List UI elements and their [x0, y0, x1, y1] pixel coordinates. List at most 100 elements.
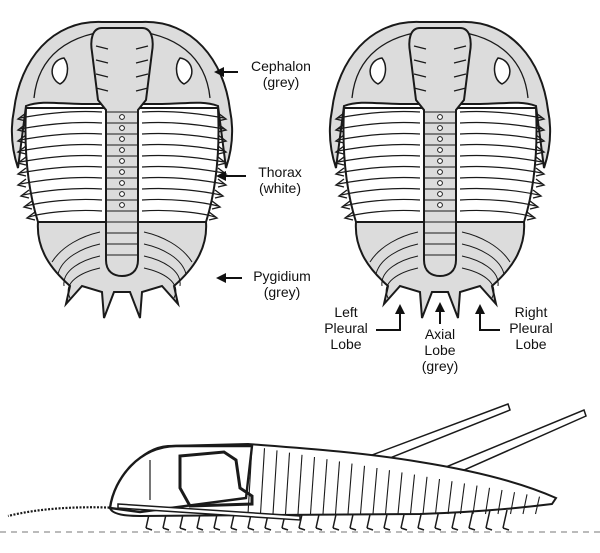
- pygidial-rib-right: [461, 231, 511, 263]
- pygidium-label: Pygidium (grey): [244, 268, 320, 300]
- lateral-segment: [309, 456, 316, 515]
- walking-leg-tip: [366, 527, 374, 531]
- pleural-spine-right: [535, 123, 546, 133]
- thoracic-segment-right: [459, 132, 543, 141]
- lateral-segment: [509, 492, 516, 515]
- pleural-spine-right: [217, 178, 228, 188]
- thoracic-segment-right: [459, 143, 543, 152]
- thoracic-segment-left: [346, 209, 421, 218]
- lateral-segment: [297, 454, 303, 515]
- lateral-segment: [522, 494, 528, 515]
- thoracic-segment-right: [141, 176, 225, 185]
- thoracic-segment-left: [337, 121, 421, 130]
- axial-tubercle: [119, 169, 125, 175]
- pleural-spine-left: [334, 156, 345, 166]
- pygidium-note: (grey): [263, 284, 301, 300]
- right-lobe-line1: Right: [514, 304, 548, 320]
- axial-tubercle: [119, 136, 125, 142]
- pygidial-rib-right: [143, 267, 177, 299]
- axial-tubercle: [437, 191, 443, 197]
- walking-leg-tip: [281, 527, 289, 531]
- arrow-right-lobe: [475, 304, 500, 331]
- thoracic-segment-right: [459, 187, 540, 196]
- lateral-segment: [347, 463, 353, 515]
- lateral-segment: [397, 472, 403, 515]
- lateral-segment: [459, 483, 466, 515]
- pygidial-rib-left: [63, 255, 101, 287]
- pleural-spine-left: [334, 178, 345, 188]
- pleural-spine-left: [340, 200, 351, 210]
- thoracic-segment-left: [340, 187, 421, 196]
- glabellar-furrow: [453, 87, 467, 92]
- arrow-left-lobe: [376, 304, 405, 331]
- pleural-spine-right: [208, 211, 219, 221]
- thorax-note: (white): [258, 180, 301, 196]
- pleural-spine-right: [217, 145, 228, 155]
- axial-tubercle: [119, 125, 125, 131]
- pleural-spine-left: [16, 145, 27, 155]
- lateral-segment: [359, 465, 366, 515]
- thoracic-segment-left: [19, 154, 103, 163]
- lateral-segment: [259, 448, 266, 515]
- thorax-label: Thorax (white): [250, 164, 310, 196]
- pygidial-rib-left: [381, 255, 419, 287]
- cephalon-label: Cephalon (grey): [242, 58, 320, 90]
- thoracic-segment-right: [141, 132, 225, 141]
- pleural-spine-right: [535, 112, 546, 122]
- left-lobe-line2: Pleural: [324, 320, 368, 336]
- thoracic-segment-left: [343, 198, 421, 207]
- pleural-spine-right: [532, 189, 543, 199]
- thoracic-segment-right: [141, 198, 219, 207]
- walking-leg: [468, 509, 474, 529]
- axial-tubercle: [119, 191, 125, 197]
- lateral-segment: [484, 487, 491, 515]
- pleural-spine-right: [526, 211, 537, 221]
- pleural-spine-right: [214, 189, 225, 199]
- pygidial-rib-right: [143, 255, 181, 287]
- axial-lobe-line3: (grey): [421, 358, 459, 374]
- pleural-spine-left: [16, 134, 27, 144]
- thoracic-segment-right: [141, 187, 222, 196]
- glabellar-furrow: [135, 59, 149, 64]
- pleural-spine-right: [535, 178, 546, 188]
- thoracic-segment-left: [19, 121, 103, 130]
- pleural-spine-right: [535, 167, 546, 177]
- glabellar-furrow: [453, 73, 467, 78]
- pygidial-rib-right: [461, 267, 495, 299]
- axial-tubercle: [437, 180, 443, 186]
- pleural-spine-left: [334, 145, 345, 155]
- lateral-segment: [372, 467, 378, 515]
- left-lobe-line1: Left: [334, 304, 358, 320]
- thoracic-segment-left: [19, 132, 103, 141]
- pleural-spine-left: [16, 112, 27, 122]
- pygidial-rib-left: [51, 231, 101, 263]
- axial-tubercle: [119, 158, 125, 164]
- lateral-segment: [434, 478, 441, 515]
- pleural-spine-right: [217, 156, 228, 166]
- thoracic-segment-right: [141, 209, 216, 218]
- glabellar-furrow: [95, 45, 109, 50]
- thoracic-segment-right: [459, 154, 543, 163]
- axial-tubercle: [119, 180, 125, 186]
- pleural-spine-right: [217, 123, 228, 133]
- lateral-view: [0, 403, 600, 533]
- pleural-spine-left: [16, 156, 27, 166]
- walking-leg-tip: [451, 527, 459, 531]
- pygidial-rib-right: [143, 243, 187, 275]
- pleural-spine-left: [334, 134, 345, 144]
- pleural-spine-right: [211, 200, 222, 210]
- axial-tubercle: [437, 202, 443, 208]
- glabellar-furrow: [413, 87, 427, 92]
- thoracic-segment-right: [141, 121, 225, 130]
- thoracic-segment-left: [28, 209, 103, 218]
- walking-leg-tip: [315, 527, 323, 531]
- walking-leg: [485, 509, 491, 529]
- pleural-spine-left: [16, 123, 27, 133]
- axial-tubercle: [437, 114, 443, 120]
- thoracic-segment-left: [337, 132, 421, 141]
- glabellar-furrow: [95, 73, 109, 78]
- axial-tubercle: [119, 147, 125, 153]
- glabellar-furrow: [135, 87, 149, 92]
- pygidial-rib-right: [461, 255, 499, 287]
